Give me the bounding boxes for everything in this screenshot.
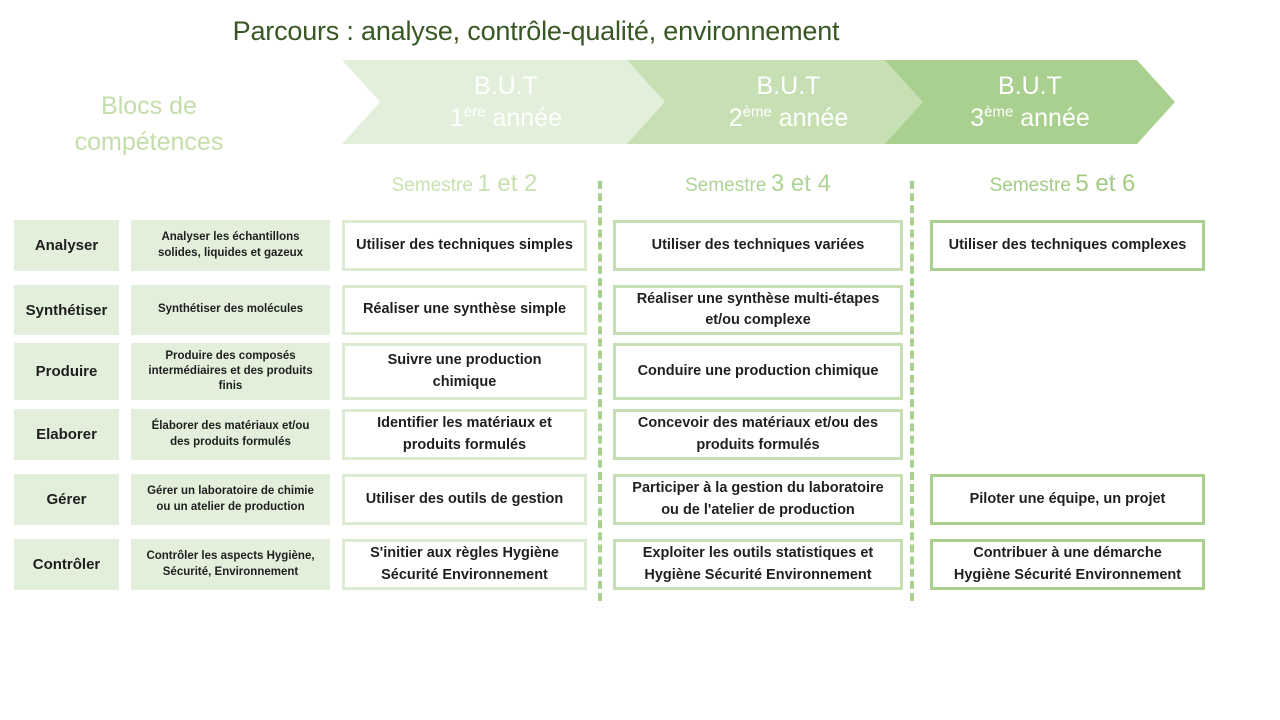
produire-sem34-box: Conduire une production chimique <box>613 343 903 400</box>
semester-3-4-range: 3 et 4 <box>770 170 831 197</box>
semester-5-6-range: 5 et 6 <box>1075 170 1136 197</box>
controler-sem34-box: Exploiter les outils statistiques et Hyg… <box>613 539 903 590</box>
year-1-ordinal: ère <box>463 103 486 121</box>
analyser-sem56-box: Utiliser des techniques complexes <box>930 220 1205 271</box>
year-1-number: 1 <box>449 104 464 132</box>
synthetiser-sem12-box: Réaliser une synthèse simple <box>342 285 587 335</box>
competence-label-analyser: Analyser <box>14 220 119 271</box>
semester-5-6-prefix: Semestre <box>989 175 1071 196</box>
year-2-chevron: B.U.T 2ème année <box>627 60 950 144</box>
year-1-chevron: B.U.T 1ère année <box>342 60 670 144</box>
semester-3-4-label: Semestre 3 et 4 <box>613 170 903 198</box>
competence-description-controler: Contrôler les aspects Hygiène, Sécurité,… <box>131 539 330 590</box>
year-3-but-label: B.U.T <box>998 71 1062 100</box>
semester-1-2-prefix: Semestre <box>391 175 473 196</box>
produire-sem12-box: Suivre une production chimique <box>342 343 587 400</box>
elaborer-sem12-box: Identifier les matériaux et produits for… <box>342 409 587 460</box>
competence-label-controler: Contrôler <box>14 539 119 590</box>
gerer-sem34-box: Participer à la gestion du laboratoire o… <box>613 474 903 525</box>
year-2-ordinal: ème <box>742 103 772 121</box>
semester-3-4-prefix: Semestre <box>685 175 767 196</box>
column-divider-dashed-1 <box>598 181 602 601</box>
analyser-sem12-box: Utiliser des techniques simples <box>342 220 587 271</box>
year-1-but-label: B.U.T <box>474 71 538 100</box>
controler-sem56-box: Contribuer à une démarche Hygiène Sécuri… <box>930 539 1205 590</box>
year-3-year-label: 3ème année <box>970 102 1090 135</box>
analyser-sem34-box: Utiliser des techniques variées <box>613 220 903 271</box>
gerer-sem56-box: Piloter une équipe, un projet <box>930 474 1205 525</box>
competence-description-elaborer: Élaborer des matériaux et/ou des produit… <box>131 409 330 460</box>
column-divider-dashed-2 <box>910 181 914 601</box>
competence-description-gerer: Gérer un laboratoire de chimie ou un ate… <box>131 474 330 525</box>
year-1-suffix: année <box>492 104 563 132</box>
semester-5-6-label: Semestre 5 et 6 <box>920 170 1205 198</box>
year-2-but-label: B.U.T <box>756 71 821 100</box>
year-3-chevron: B.U.T 3ème année <box>885 60 1175 144</box>
competence-blocks-label: Blocs de compétences <box>74 92 224 157</box>
competence-description-produire: Produire des composés intermédiaires et … <box>131 343 330 400</box>
competence-label-produire: Produire <box>14 343 119 400</box>
year-1-year-label: 1ère année <box>450 102 562 135</box>
year-2-year-label: 2ème année <box>729 102 849 135</box>
synthetiser-sem34-box: Réaliser une synthèse multi-étapes et/ou… <box>613 285 903 335</box>
year-3-suffix: année <box>1020 104 1090 132</box>
competence-label-gerer: Gérer <box>14 474 119 525</box>
competence-label-elaborer: Elaborer <box>14 409 119 460</box>
competence-label-synthetiser: Synthétiser <box>14 285 119 335</box>
gerer-sem12-box: Utiliser des outils de gestion <box>342 474 587 525</box>
page-title: Parcours : analyse, contrôle-qualité, en… <box>232 16 840 46</box>
controler-sem12-box: S'initier aux règles Hygiène Sécurité En… <box>342 539 587 590</box>
elaborer-sem34-box: Concevoir des matériaux et/ou des produi… <box>613 409 903 460</box>
semester-1-2-label: Semestre 1 et 2 <box>342 170 587 198</box>
year-3-number: 3 <box>970 104 985 132</box>
year-3-ordinal: ème <box>984 103 1014 121</box>
competence-description-analyser: Analyser les échantillons solides, liqui… <box>131 220 330 271</box>
competence-description-synthetiser: Synthétiser des molécules <box>131 285 330 335</box>
year-2-suffix: année <box>778 104 849 132</box>
year-2-number: 2 <box>728 104 743 132</box>
semester-1-2-range: 1 et 2 <box>477 170 538 197</box>
